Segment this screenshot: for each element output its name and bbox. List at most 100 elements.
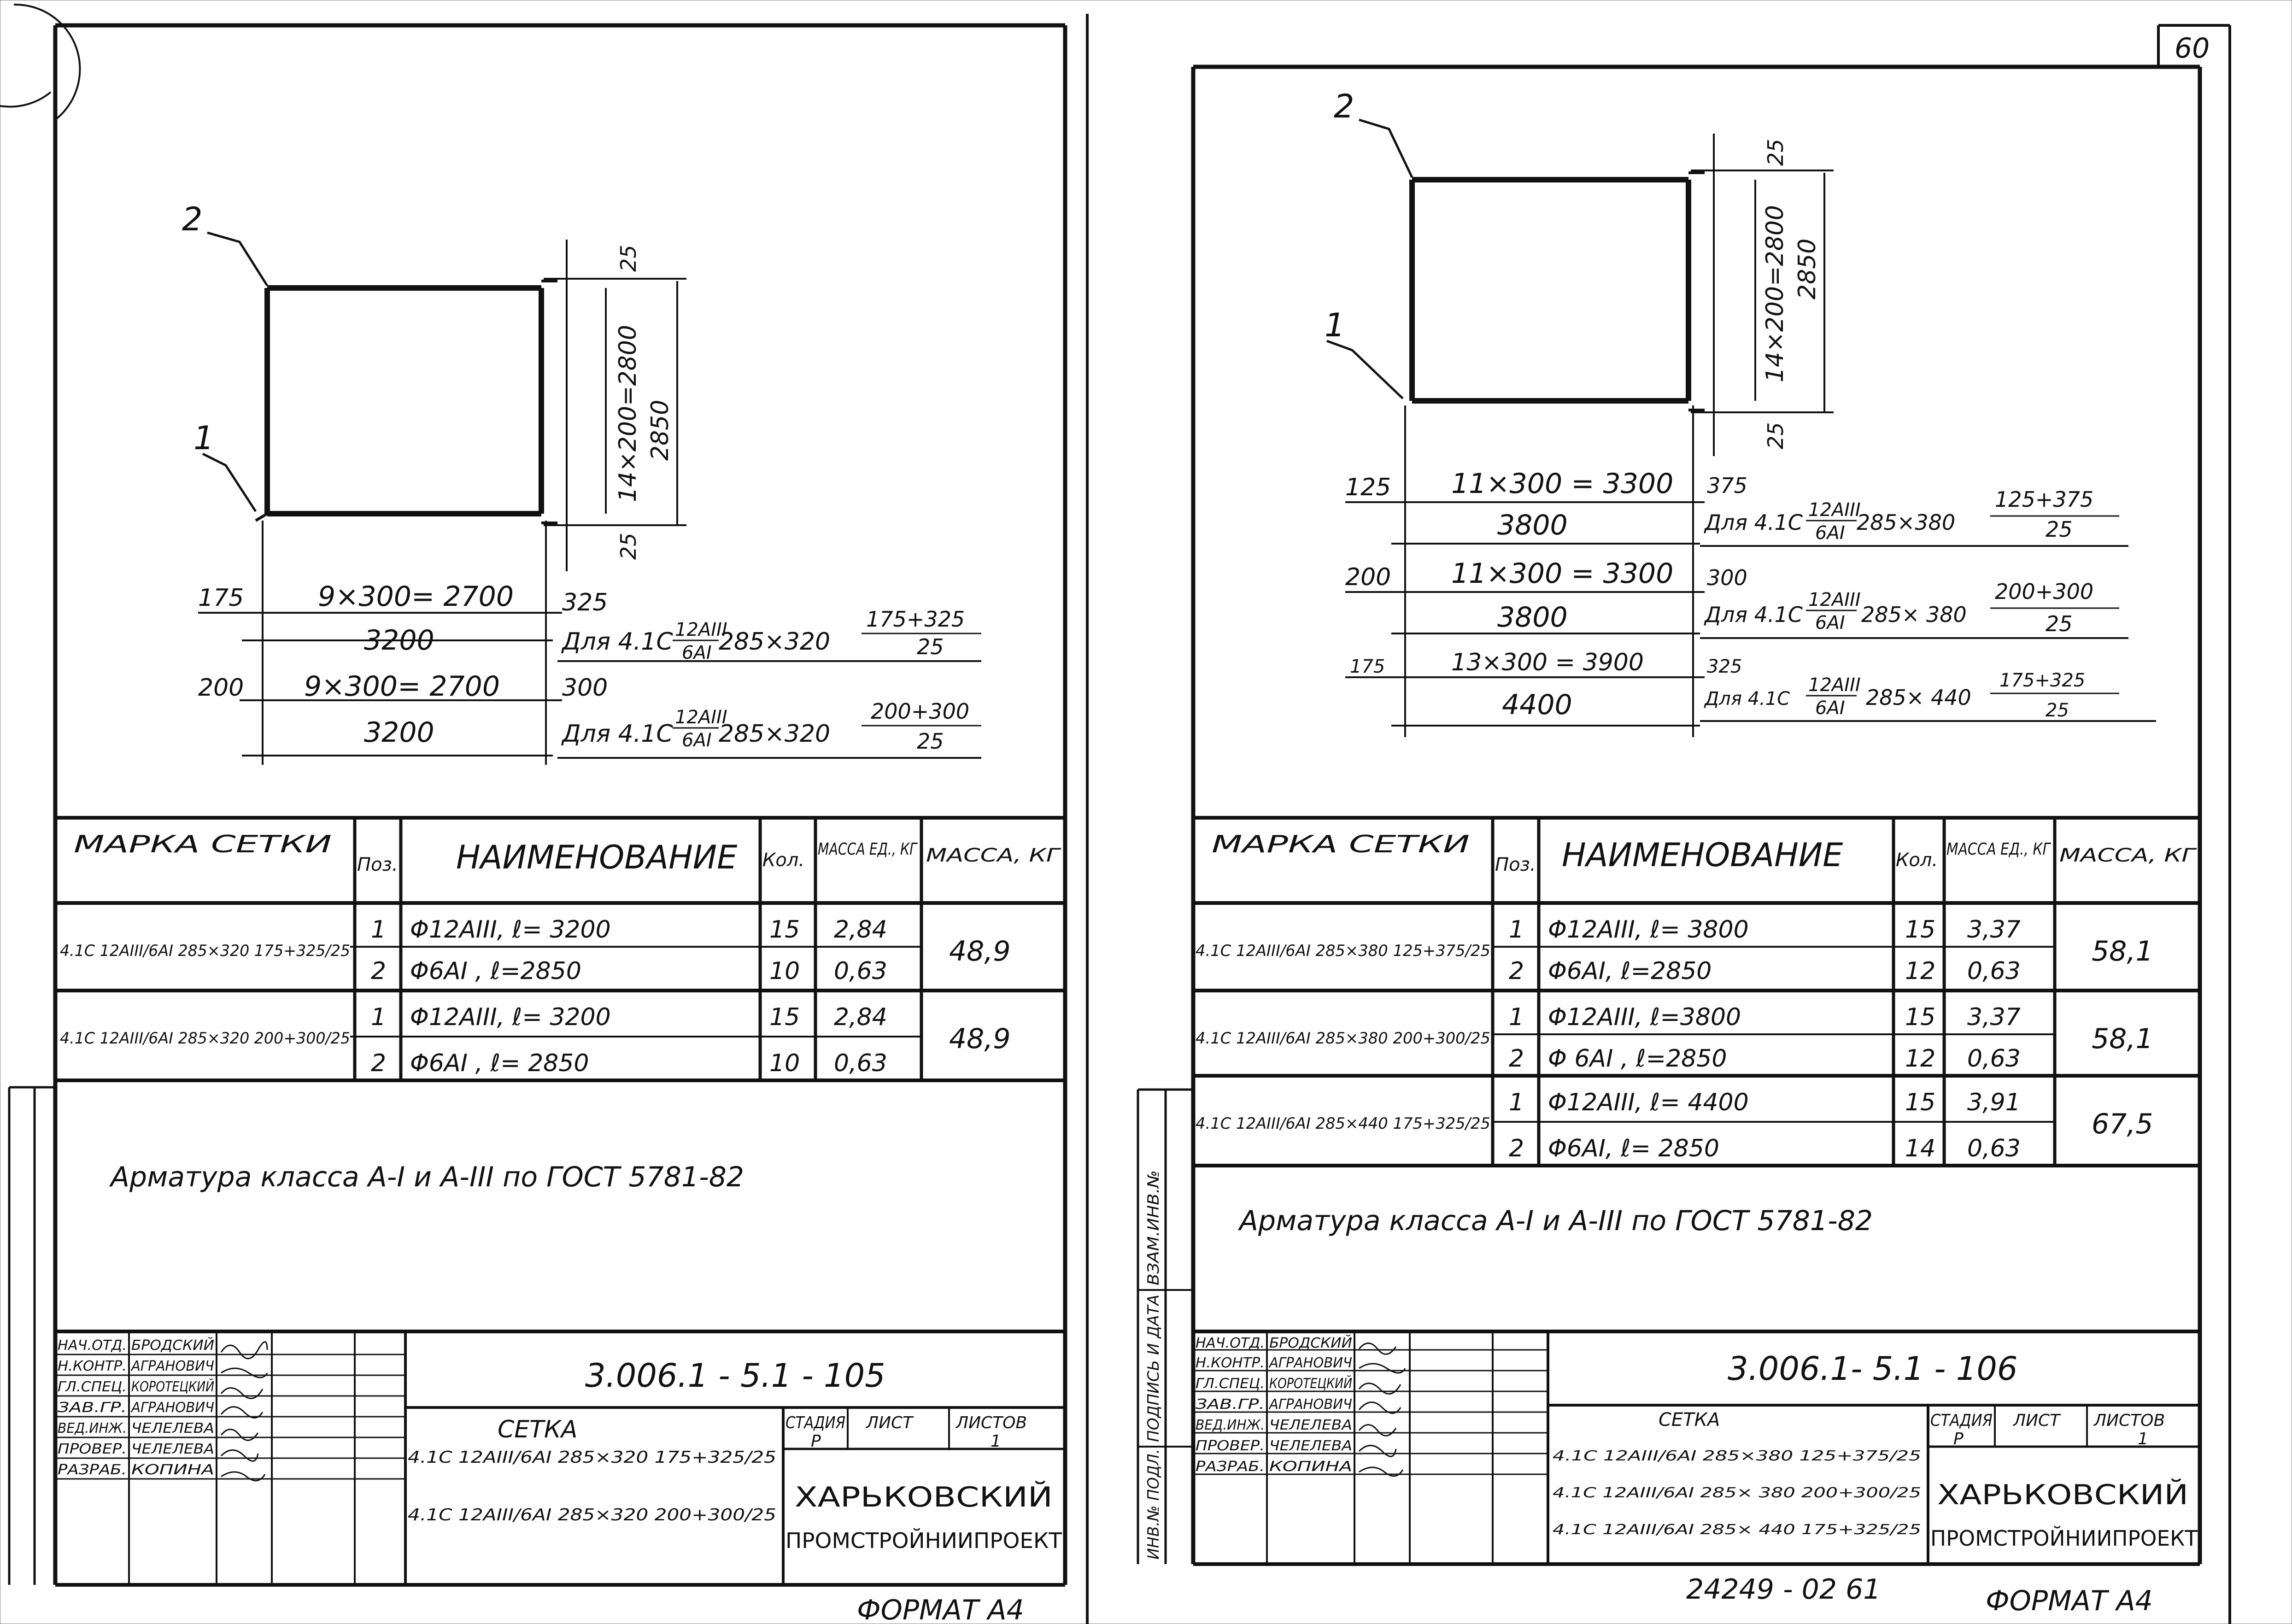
right-name-4: ЧЕЛЕЛЕВА (1269, 1417, 1352, 1433)
right-role-4: ВЕД.ИНЖ. (1196, 1417, 1265, 1433)
right-title-block: НАЧ.ОТД. Н.КОНТР. ГЛ.СПЕЦ. ЗАВ.ГР. ВЕД.И… (1193, 1330, 2200, 1564)
right-row2-pos1: 1 (1509, 1003, 1524, 1031)
left-row1-qty1: 15 (769, 916, 800, 944)
left-title-block: НАЧ.ОТД. Н.КОНТР. ГЛ.СПЕЦ. ЗАВ.ГР. ВЕД.И… (55, 1330, 1065, 1585)
right-row1-mark: Для 4.1С (1704, 510, 1803, 535)
right-dim-vertical-spacing: 14×200=2800 (1761, 205, 1789, 382)
left-sheets-header: ЛИСТОВ (955, 1413, 1027, 1432)
right-role-5: ПРОВЕР. (1196, 1438, 1265, 1454)
right-side-label-vzam: ВЗАМ.ИНВ.№ (1144, 1170, 1163, 1285)
right-row1-spacing: 11×300 = 3300 (1451, 468, 1673, 500)
right-name-2: КОРОТЕЦКИЙ (1269, 1375, 1352, 1392)
left-name-1: АГРАНОВИЧ (130, 1358, 214, 1374)
right-row3-unit1: 3,91 (1967, 1089, 2021, 1116)
right-stamp-title: СЕТКА (1659, 1409, 1720, 1431)
right-row2-qty2: 12 (1905, 1045, 1935, 1073)
left-row2-unit2: 0,63 (834, 1049, 887, 1077)
left-table-header-unit: МАССА ЕД., КГ (818, 840, 918, 859)
right-sheets-value: 1 (2138, 1430, 2148, 1448)
left-row1-mark-cell: 4.1С 12АIII/6АI 285×320 175+325/25 (60, 942, 350, 960)
left-row1-frac-top: 12АIII (675, 619, 727, 640)
right-row1-left: 125 (1345, 474, 1391, 501)
left-role-5: ПРОВЕР. (58, 1441, 127, 1457)
right-row1-qty2: 12 (1905, 957, 1935, 985)
right-row1-frac-bot: 6АI (1815, 522, 1845, 544)
left-row2-frac-top: 12АIII (675, 707, 727, 728)
right-dim-vertical-total: 2850 (1794, 239, 1821, 299)
right-table-header-unit: МАССА ЕД., КГ (1946, 840, 2051, 859)
right-row1-size: 285×380 (1857, 510, 1955, 535)
left-role-2: ГЛ.СПЕЦ. (58, 1379, 127, 1395)
right-row1-tail-top: 125+375 (1995, 487, 2093, 512)
left-row1-unit1: 2,84 (834, 916, 887, 944)
right-row2-total: 3800 (1497, 601, 1568, 633)
left-org-line-2: ПРОМСТРОЙНИИПРОЕКТ (785, 1528, 1062, 1553)
right-row1-right: 375 (1707, 473, 1747, 498)
left-stamp-title: СЕТКА (498, 1416, 577, 1443)
left-table-header-mass: МАССА, КГ (926, 845, 1061, 866)
right-role-2: ГЛ.СПЕЦ. (1196, 1376, 1265, 1392)
right-row1-frac-top: 12АIII (1808, 499, 1861, 521)
right-row1-unit1: 3,37 (1967, 916, 2021, 944)
right-row2-mark: Для 4.1С (1704, 602, 1803, 627)
right-row2-unit2: 0,63 (1967, 1045, 2021, 1073)
right-row1-qty1: 15 (1905, 916, 1935, 944)
right-row2-right: 300 (1707, 565, 1747, 590)
left-row2-mass: 48,9 (949, 1023, 1011, 1055)
left-row2-unit1: 2,84 (834, 1003, 887, 1031)
left-stamp-mark-2: 4.1С 12АIII/6АI 285×320 200+300/25 (408, 1506, 776, 1524)
right-callout-1: 1 (1325, 306, 1345, 344)
left-name-3: АГРАНОВИЧ (130, 1400, 214, 1416)
right-side-label-inv: ИНВ.№ ПОДЛ. (1144, 1449, 1163, 1560)
right-stage-value: Р (1953, 1430, 1964, 1448)
left-stage-value: Р (811, 1432, 821, 1451)
right-name-1: АГРАНОВИЧ (1268, 1355, 1352, 1371)
right-sheet-header: ЛИСТ (2012, 1411, 2061, 1430)
right-row2-tail-top: 200+300 (1995, 579, 2093, 604)
right-row2-pos2: 2 (1509, 1045, 1524, 1073)
left-table-header-mark: МАРКА СЕТКИ (74, 831, 332, 858)
left-org-line-1: ХАРЬКОВСКИЙ (795, 1480, 1053, 1513)
left-row1-spacing: 9×300= 2700 (318, 580, 514, 613)
right-row3-frac-bot: 6АI (1815, 698, 1845, 719)
right-row3-pos1: 1 (1509, 1089, 1524, 1116)
right-row3-tail-bot: 25 (2046, 700, 2069, 721)
right-org-line-1: ХАРЬКОВСКИЙ (1937, 1478, 2188, 1511)
left-name-5: ЧЕЛЕЛЕВА (131, 1441, 214, 1457)
left-row1-frac-bot: 6АI (682, 642, 712, 663)
left-role-1: Н.КОНТР. (58, 1358, 127, 1374)
right-stamp-mark-2: 4.1С 12АIII/6АI 285× 380 200+300/25 (1553, 1485, 1921, 1501)
left-name-4: ЧЕЛЕЛЕВА (131, 1420, 214, 1436)
left-row1-right: 325 (562, 589, 608, 616)
left-mesh-drawing: 2 1 25 25 14×200=2800 2850 175 9×300= 27… (182, 200, 981, 765)
left-role-6: РАЗРАБ. (58, 1462, 127, 1478)
left-dim-vertical-total: 2850 (646, 400, 674, 461)
right-row3-mass: 67,5 (2092, 1108, 2153, 1140)
left-name-0: БРОДСКИЙ (131, 1337, 214, 1354)
right-row3-mark-cell: 4.1С 12АIII/6АI 285×440 175+325/25 (1196, 1114, 1490, 1133)
left-dim-bottom-25: 25 (616, 533, 641, 560)
left-row1-qty2: 10 (769, 957, 800, 985)
left-callout-1: 1 (193, 419, 214, 457)
right-row3-frac-top: 12АIII (1808, 674, 1861, 696)
left-row1-total: 3200 (364, 624, 434, 657)
right-row1-pos1: 1 (1509, 916, 1524, 944)
right-dim-top-25: 25 (1763, 139, 1788, 166)
left-callout-2: 2 (182, 200, 203, 238)
right-row1-mark-cell: 4.1С 12АIII/6АI 285×380 125+375/25 (1196, 942, 1490, 960)
left-note: Арматура класса А-I и А-III по ГОСТ 5781… (109, 1161, 744, 1193)
right-role-0: НАЧ.ОТД. (1196, 1335, 1265, 1351)
right-row1-unit2: 0,63 (1967, 957, 2021, 985)
right-spec-table: МАРКА СЕТКИ Поз. НАИМЕНОВАНИЕ Кол. МАССА… (1193, 816, 2200, 1167)
right-name-0: БРОДСКИЙ (1269, 1335, 1352, 1351)
right-sheet: 60 ИНВ.№ ПОДЛ. ПОДПИСЬ И ДАТА ВЗАМ.ИНВ.№… (1137, 24, 2231, 1624)
right-name-5: ЧЕЛЕЛЕВА (1269, 1438, 1352, 1454)
left-row2-frac-bot: 6АI (682, 730, 712, 751)
left-row2-tail-top: 200+300 (871, 699, 969, 724)
left-row2-qty1: 15 (769, 1003, 800, 1031)
right-row2-left: 200 (1345, 563, 1391, 591)
left-row1-name1: Φ12АIII, ℓ= 3200 (410, 916, 611, 944)
right-row3-qty1: 15 (1905, 1089, 1935, 1116)
right-table-header-qty: Кол. (1896, 850, 1938, 871)
